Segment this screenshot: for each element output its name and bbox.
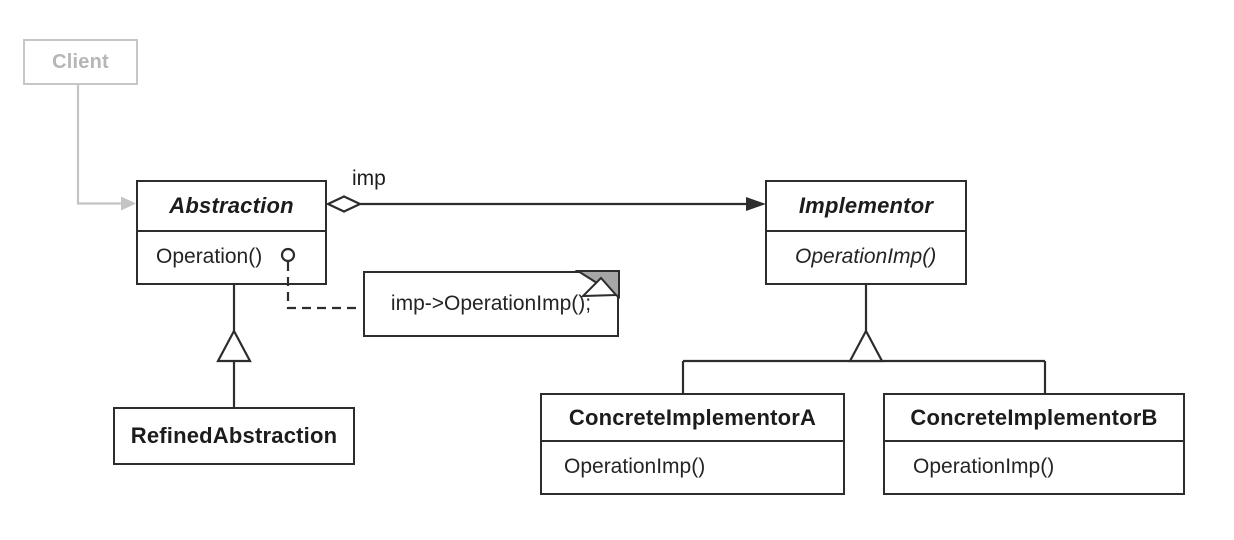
class-implementor-name: Implementor xyxy=(798,193,934,218)
imp-arrowhead-icon xyxy=(746,197,766,211)
class-implementor: Implementor OperationImp() xyxy=(765,180,967,285)
inheritance-triangle-icon xyxy=(216,328,252,363)
class-concrete-implementor-a-operation: OperationImp() xyxy=(564,454,706,478)
class-concrete-implementor-b: ConcreteImplementorB OperationImp() xyxy=(883,393,1185,495)
class-concrete-implementor-b-name: ConcreteImplementorB xyxy=(910,404,1158,430)
class-abstraction-name: Abstraction xyxy=(169,193,294,218)
aggregation-role-label: imp xyxy=(352,167,386,190)
client-association-line xyxy=(76,85,121,205)
class-client: Client xyxy=(23,39,138,85)
class-abstraction-name-compartment: Abstraction xyxy=(138,182,325,232)
class-abstraction: Abstraction Operation() xyxy=(136,180,327,285)
aggregation-diamond-icon xyxy=(325,195,363,213)
implementor-inheritance xyxy=(681,285,1047,394)
inheritance-triangle-icon xyxy=(848,328,884,363)
class-client-name: Client xyxy=(52,50,109,73)
class-concrete-implementor-b-operation: OperationImp() xyxy=(913,454,1055,478)
class-refined-abstraction-name: RefinedAbstraction xyxy=(130,423,338,448)
code-note: imp->OperationImp(); xyxy=(363,271,619,337)
refined-abstraction-inheritance xyxy=(216,285,252,408)
class-implementor-name-compartment: Implementor xyxy=(767,182,965,232)
code-note-text: imp->OperationImp(); xyxy=(390,292,592,315)
class-concrete-implementor-a-name: ConcreteImplementorA xyxy=(568,404,817,430)
class-concrete-implementor-a: ConcreteImplementorA OperationImp() xyxy=(540,393,845,495)
imp-aggregation-association xyxy=(325,195,766,213)
class-refined-abstraction: RefinedAbstraction xyxy=(113,407,355,465)
class-abstraction-operation: Operation() xyxy=(156,244,263,268)
class-concrete-implementor-a-name-compartment: ConcreteImplementorA xyxy=(542,395,843,442)
class-concrete-implementor-b-name-compartment: ConcreteImplementorB xyxy=(885,395,1183,442)
class-implementor-operation: OperationImp() xyxy=(795,244,937,268)
client-arrowhead-icon xyxy=(121,196,136,211)
client-association xyxy=(76,85,136,211)
